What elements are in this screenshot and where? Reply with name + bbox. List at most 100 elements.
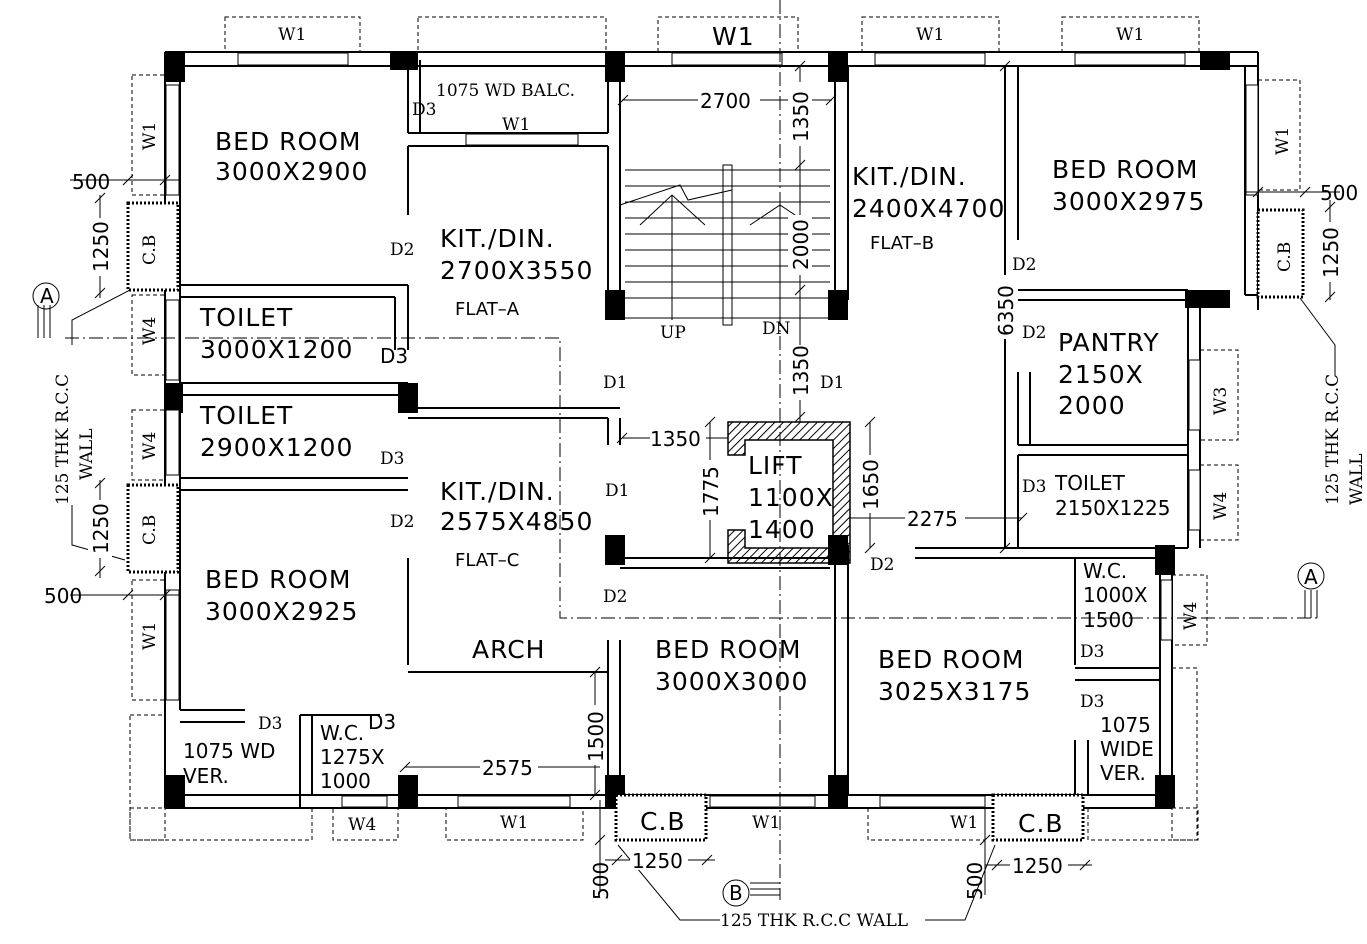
rcc-wall-note: 125 THK R.C.C <box>1323 374 1343 505</box>
flat-a-label: FLAT–A <box>455 299 520 320</box>
kit-c-size: 2575X4850 <box>440 507 593 536</box>
dim-1650: 1650 <box>859 459 883 510</box>
rcc-wall-note: WALL <box>1347 454 1367 505</box>
toilet2-name: TOILET <box>199 401 293 430</box>
wc2-line1: W.C. <box>320 721 364 745</box>
rcc-wall-note: WALL <box>77 429 97 480</box>
dim-2275: 2275 <box>907 507 958 531</box>
window-tag: W4 <box>1211 492 1231 520</box>
cupboard-label: C.B <box>140 235 160 265</box>
door-tag: D2 <box>390 240 414 260</box>
window-tag: W4 <box>140 432 160 460</box>
lift-size1: 1100X <box>748 483 834 512</box>
door-tag: D2 <box>1012 255 1036 275</box>
bed3-name: BED ROOM <box>205 565 351 594</box>
toilet3-name: TOILET <box>1054 471 1126 495</box>
room-labels: BED ROOM 3000X2900 KIT./DIN. 2700X3550 F… <box>183 81 1205 793</box>
dim-1350-mid: 1350 <box>789 345 813 396</box>
window-tag: W4 <box>140 317 160 345</box>
door-tag: D3 <box>258 714 282 734</box>
door-tag: D2 <box>870 555 894 575</box>
dim-1250: 1250 <box>1012 854 1063 878</box>
dim-500: 500 <box>44 584 82 608</box>
dim-2000: 2000 <box>789 219 813 270</box>
arch-label: ARCH <box>472 635 545 664</box>
window-tag: W1 <box>1273 127 1293 155</box>
window-tag: W1 <box>140 122 160 150</box>
kit-c-name: KIT./DIN. <box>440 477 555 506</box>
lift-size2: 1400 <box>748 515 816 544</box>
bed5-name: BED ROOM <box>878 645 1024 674</box>
dim-500: 500 <box>963 862 987 900</box>
door-tag: D3 <box>380 344 408 368</box>
door-tag: D2 <box>603 587 627 607</box>
cupboard-label: C.B <box>1275 242 1295 272</box>
pantry-name: PANTRY <box>1058 328 1160 357</box>
ver2-line1: 1075 <box>1100 713 1151 737</box>
dim-2575: 2575 <box>482 756 533 780</box>
window-tag: W3 <box>1211 387 1231 415</box>
door-tag: D1 <box>605 481 629 501</box>
ver1-line1: 1075 WD <box>183 739 275 763</box>
dim-6350: 6350 <box>994 285 1018 336</box>
section-marker-a: A <box>1304 565 1318 589</box>
bed4-name: BED ROOM <box>655 635 801 664</box>
door-tag: D3 <box>1022 477 1046 497</box>
door-tag: D3 <box>1080 642 1104 662</box>
bed2-name: BED ROOM <box>1052 155 1198 184</box>
window-tag: W1 <box>1116 25 1144 45</box>
cupboard-label: C.B <box>640 807 686 836</box>
bed2-size: 3000X2975 <box>1052 187 1205 216</box>
toilet1-name: TOILET <box>199 303 293 332</box>
dim-1250: 1250 <box>632 849 683 873</box>
dim-1250: 1250 <box>89 503 113 554</box>
bed4-size: 3000X3000 <box>655 667 808 696</box>
lift-name: LIFT <box>748 451 803 480</box>
rcc-wall-note: 125 THK R.C.C <box>53 374 73 505</box>
wc2-line2: 1275X <box>320 745 385 769</box>
wc1-line2: 1000X <box>1083 583 1148 607</box>
door-tag: D3 <box>1080 692 1104 712</box>
windows <box>165 52 1259 808</box>
balcony-label: 1075 WD BALC. <box>436 81 575 101</box>
dim-1775: 1775 <box>699 466 723 517</box>
lift-shaft <box>727 421 851 564</box>
toilet2-size: 2900X1200 <box>200 433 353 462</box>
window-tag: W1 <box>500 813 528 833</box>
window-tag: W1 <box>502 115 530 135</box>
window-tag: W1 <box>712 22 755 51</box>
dim-1350-top: 1350 <box>789 91 813 142</box>
toilet3-size: 2150X1225 <box>1055 496 1171 520</box>
cupboard-label: C.B <box>1018 809 1064 838</box>
kit-b-name: KIT./DIN. <box>852 162 967 191</box>
dim-1250: 1250 <box>89 221 113 272</box>
window-tag: W1 <box>950 813 978 833</box>
dim-1500: 1500 <box>584 711 608 762</box>
stair-up-label: UP <box>660 323 686 343</box>
door-tag: D1 <box>603 373 627 393</box>
kit-a-size: 2700X3550 <box>440 256 593 285</box>
wc1-line1: W.C. <box>1083 559 1127 583</box>
window-tag: W4 <box>348 815 376 835</box>
ver2-line3: VER. <box>1100 761 1146 785</box>
window-tag: W1 <box>140 622 160 650</box>
door-tag: D2 <box>1022 323 1046 343</box>
door-tag: D1 <box>820 373 844 393</box>
flat-b-label: FLAT–B <box>870 233 934 254</box>
pantry-size2: 2000 <box>1058 391 1126 420</box>
section-lines <box>32 0 1325 907</box>
toilet1-size: 3000X1200 <box>200 335 353 364</box>
wc1-line3: 1500 <box>1083 608 1134 632</box>
bed3-size: 3000X2925 <box>205 597 358 626</box>
dim-2700: 2700 <box>700 89 751 113</box>
window-projections <box>129 16 1301 841</box>
dim-1350-lift: 1350 <box>650 427 701 451</box>
cupboards <box>126 201 1305 842</box>
dim-500: 500 <box>72 170 110 194</box>
bed1-size: 3000X2900 <box>215 157 368 186</box>
window-tag: W1 <box>752 813 780 833</box>
pantry-size1: 2150X <box>1058 360 1144 389</box>
interior-walls <box>180 60 1258 808</box>
stair-down-label: DN <box>762 319 791 339</box>
